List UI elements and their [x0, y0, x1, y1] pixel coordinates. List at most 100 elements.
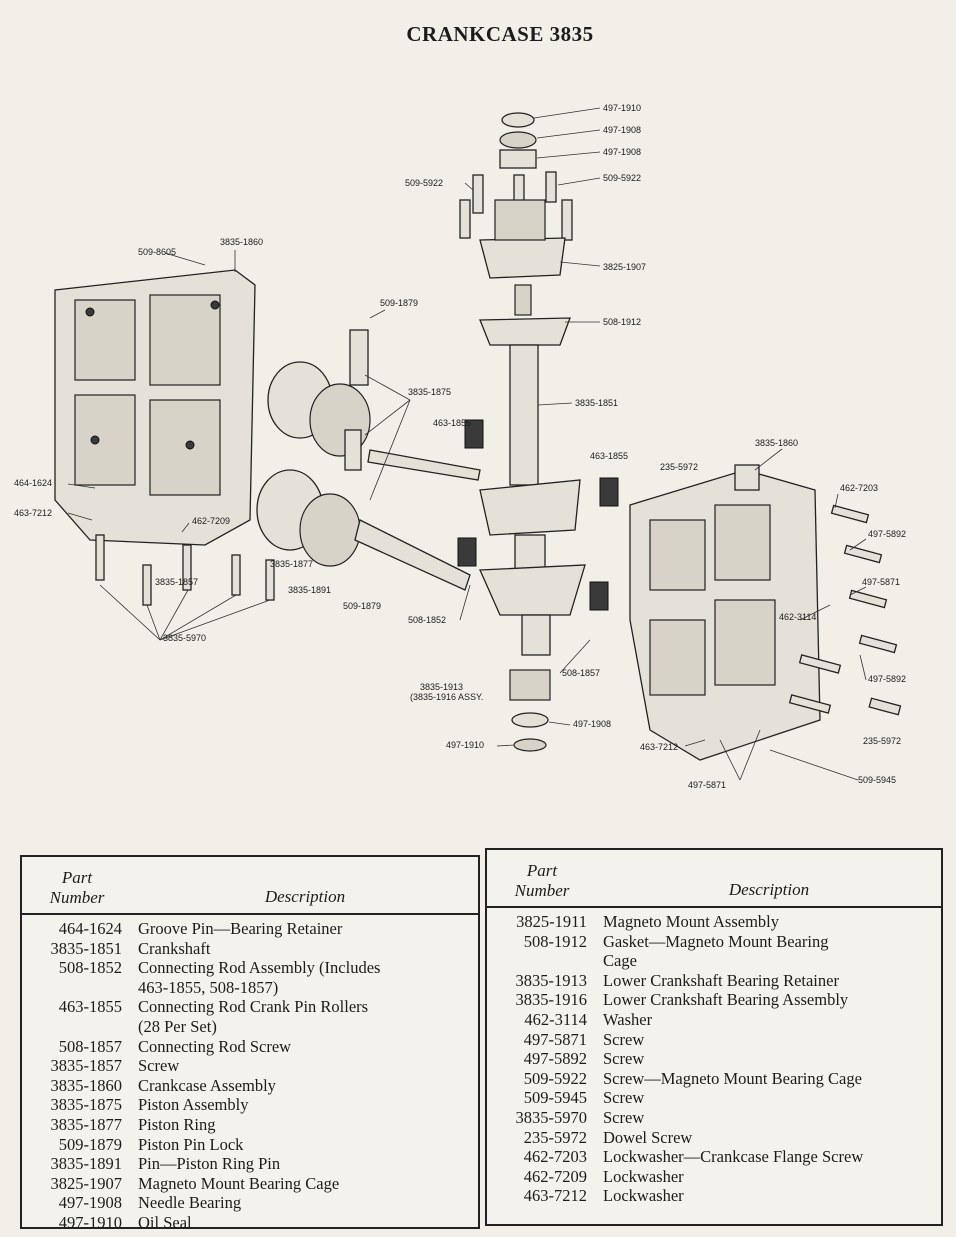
table-row: 497-5892 Screw [487, 1049, 941, 1069]
part-number-cell: 3825-1911 [516, 912, 587, 931]
part-number-cell: 235-5972 [523, 1127, 587, 1147]
callout-label: 509-5945 [858, 775, 896, 785]
callout-labels: 497-1910 497-1908 497-1908 509-5922 509-… [14, 103, 906, 790]
callout-label: 497-1908 [603, 125, 641, 135]
callout-label: 464-1624 [14, 478, 52, 488]
callout-label: 3835-5970 [163, 633, 206, 643]
callout-label: 235-5972 [660, 462, 698, 472]
header-part-text: Part [61, 868, 93, 887]
left-crankcase-drawing [54, 269, 256, 546]
part-number-cell: 508-1912 [523, 931, 587, 951]
callout-label: 463-7212 [640, 742, 678, 752]
description-cell: Dowel Screw [603, 1127, 693, 1147]
callout-label: 497-1908 [573, 719, 611, 729]
callout-label: 463-7212 [14, 508, 52, 518]
description-cell: Piston Ring [138, 1114, 216, 1134]
column-header-description: Description [264, 887, 346, 906]
callout-label: 508-1852 [408, 615, 446, 625]
column-header-part-number: Part Number [487, 861, 597, 906]
part-number-cell: 3835-1851 [50, 938, 123, 958]
callout-label: 497-1910 [603, 103, 641, 113]
callout-label: 509-5922 [405, 178, 443, 188]
description-cell: Lockwasher [603, 1186, 684, 1206]
callout-label: 497-5892 [868, 529, 906, 539]
table-row: 497-5871 Screw [487, 1030, 941, 1050]
description-cell: Screw [603, 1107, 645, 1127]
description-cell: Magneto Mount Assembly [603, 912, 779, 931]
part-number-cell: 3835-1875 [50, 1095, 123, 1115]
header-number-text: Number [514, 881, 570, 900]
description-cell: Needle Bearing [138, 1193, 242, 1213]
description-cell: Magneto Mount Bearing Cage [138, 1173, 340, 1193]
table-row: 3835-1857 Screw [22, 1056, 478, 1076]
callout-label: 3835-1857 [155, 577, 198, 587]
table-row: 235-5972 Dowel Screw [487, 1128, 941, 1148]
part-number-cell: 509-5922 [523, 1068, 587, 1088]
table-header: Part Number Description [487, 850, 941, 908]
left-screws-drawing [95, 534, 275, 606]
callout-label: 3835-1875 [408, 387, 451, 397]
table-row: 3835-1875 Piston Assembly [22, 1095, 478, 1115]
callout-label: 509-1879 [343, 601, 381, 611]
callout-label: 497-1910 [446, 740, 484, 750]
part-number-cell: 462-7209 [523, 1166, 587, 1186]
callout-label: 509-1879 [380, 298, 418, 308]
part-number-cell: 497-1908 [58, 1193, 122, 1213]
header-part-text: Part [526, 861, 558, 880]
part-number-cell: 3835-1913 [515, 970, 588, 990]
callout-label: 3835-1851 [575, 398, 618, 408]
part-number-cell: 3835-1891 [50, 1154, 123, 1174]
part-number-cell: 3835-5970 [515, 1107, 588, 1127]
part-number-cell: 508-1852 [58, 958, 122, 978]
description-cell: Screw [138, 1056, 180, 1076]
table-row: 508-1852 Connecting Rod Assembly (Include… [22, 958, 478, 997]
part-number-cell: 497-1910 [58, 1212, 122, 1232]
table-row: 3835-5970 Screw [487, 1108, 941, 1128]
description-cell: Groove Pin—Bearing Retainer [138, 919, 343, 938]
callout-label: 462-7209 [192, 516, 230, 526]
callout-label: 508-1912 [603, 317, 641, 327]
part-number-cell: 3835-1877 [50, 1114, 123, 1134]
right-crankcase-drawing [629, 464, 821, 761]
callout-label: 3835-1860 [220, 237, 263, 247]
description-cell: Lockwasher—Crankcase Flange Screw [603, 1147, 864, 1167]
part-number-cell: 3835-1857 [50, 1056, 123, 1076]
callout-label: 3825-1907 [603, 262, 646, 272]
callout-label: 462-3114 [779, 612, 816, 622]
description-cell: Connecting Rod Screw [138, 1036, 292, 1056]
part-number-cell: 509-5945 [523, 1088, 587, 1108]
callout-label: 3835-1913 [420, 682, 463, 692]
description-cell: Piston Pin Lock [138, 1134, 244, 1154]
description-cell: Lower Crankshaft Bearing Assembly [603, 990, 849, 1010]
callout-label: 509-8605 [138, 247, 176, 257]
exploded-parts-diagram: 497-1910 497-1908 497-1908 509-5922 509-… [14, 103, 906, 790]
part-number-cell: 509-1879 [58, 1134, 122, 1154]
table-header: Part Number Description [22, 857, 478, 915]
part-number-cell: 497-5871 [523, 1029, 587, 1049]
table-row: 3835-1916 Lower Crankshaft Bearing Assemb… [487, 990, 941, 1010]
part-number-cell: 3835-1916 [515, 990, 588, 1010]
description-cell: Connecting Rod Assembly (Includes 463-18… [138, 958, 381, 997]
description-cell: Piston Assembly [138, 1095, 249, 1115]
table-row: 509-5922 Screw—Magneto Mount Bearing Cage [487, 1069, 941, 1089]
callout-label: 497-5871 [862, 577, 900, 587]
description-cell: Screw [603, 1029, 645, 1049]
callout-label: 463-1855 [590, 451, 628, 461]
callout-label: 463-1855 [433, 418, 471, 428]
part-number-cell: 497-5892 [523, 1049, 587, 1069]
left-pistons-drawing [256, 329, 481, 591]
description-cell: Washer [603, 1009, 653, 1029]
description-cell: Screw [603, 1049, 645, 1069]
description-cell: Screw—Magneto Mount Bearing Cage [603, 1068, 862, 1088]
header-number-text: Number [49, 888, 105, 907]
part-number-cell: 3835-1860 [50, 1075, 123, 1095]
